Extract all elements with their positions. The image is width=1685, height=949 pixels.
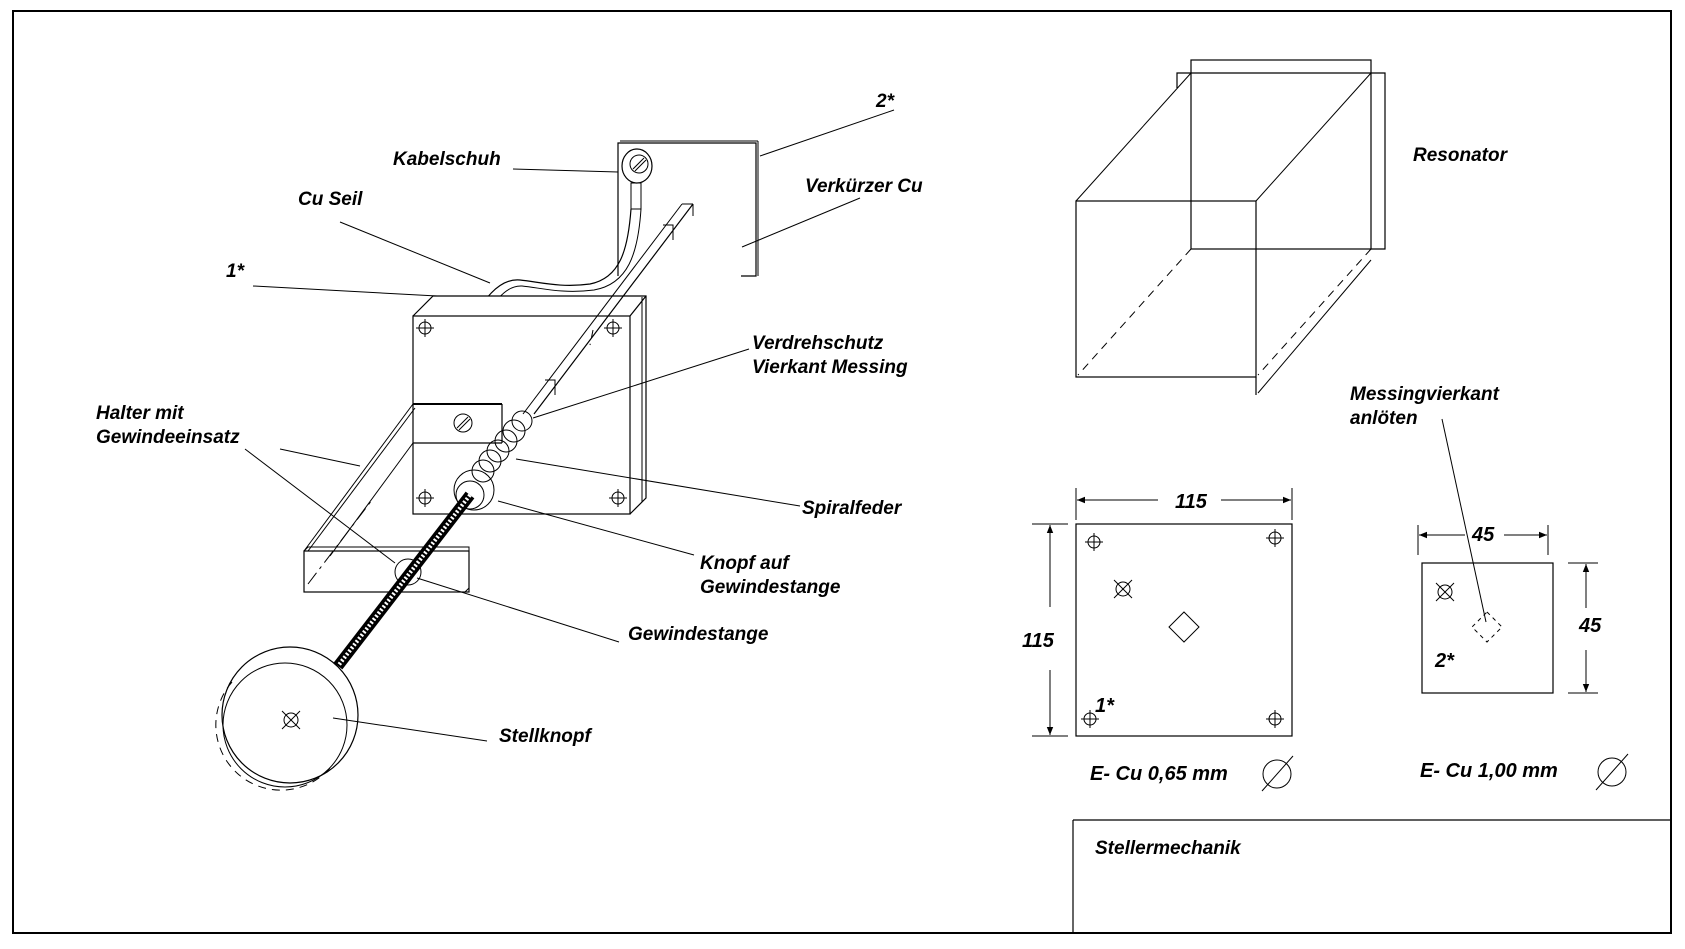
label-verdrehschutz-1: Verdrehschutz bbox=[752, 333, 884, 354]
plate-1-height-dim: 115 bbox=[1022, 630, 1055, 652]
rod-knob bbox=[453, 469, 495, 511]
label-kabelschuh: Kabelschuh bbox=[393, 149, 501, 170]
plate-1-width-dim: 115 bbox=[1175, 491, 1208, 513]
plate-2-material: E- Cu 1,00 mm bbox=[1420, 760, 1558, 782]
label-spiralfeder: Spiralfeder bbox=[802, 498, 903, 519]
center-mark-icon bbox=[1265, 709, 1285, 729]
label-halter-1: Halter mit bbox=[96, 403, 184, 424]
center-mark-icon bbox=[1084, 532, 1104, 552]
spiral-spring bbox=[471, 410, 533, 483]
diameter-icon bbox=[1261, 755, 1294, 792]
plate-2-ref: 2* bbox=[1434, 650, 1455, 672]
verkuerzer-plate bbox=[617, 140, 759, 277]
label-messingvierkant-2: anlöten bbox=[1350, 408, 1418, 429]
title-text: Stellermechanik bbox=[1095, 838, 1242, 859]
leader-lines bbox=[244, 109, 895, 742]
square-solder-mark bbox=[1471, 611, 1503, 643]
label-part-1: 1* bbox=[226, 261, 246, 282]
center-mark-icon bbox=[1265, 528, 1285, 548]
crossed-hole-icon bbox=[1113, 579, 1133, 599]
plate-1-ref: 1* bbox=[1095, 695, 1115, 717]
label-knopf-2: Gewindestange bbox=[700, 577, 841, 598]
plate-2-width-dim: 45 bbox=[1471, 524, 1495, 546]
plate-2-view: 45 45 2* Messingvierkant anlöten E- Cu 1… bbox=[1350, 384, 1629, 791]
drawing-frame bbox=[12, 10, 1672, 934]
label-gewindestange: Gewindestange bbox=[628, 624, 769, 645]
label-halter-2: Gewindeeinsatz bbox=[96, 427, 240, 448]
plate-2-height-dim: 45 bbox=[1578, 615, 1602, 637]
label-cu-seil: Cu Seil bbox=[298, 189, 363, 210]
adjusting-knob bbox=[215, 646, 359, 791]
label-resonator: Resonator bbox=[1413, 145, 1509, 166]
crossed-hole-icon bbox=[1435, 582, 1455, 602]
label-verdrehschutz-2: Vierkant Messing bbox=[752, 357, 908, 378]
square-cutout bbox=[1168, 611, 1200, 643]
label-knopf-1: Knopf auf bbox=[700, 553, 790, 574]
holder-bracket bbox=[303, 403, 470, 593]
plate-1-material: E- Cu 0,65 mm bbox=[1090, 763, 1228, 785]
title-block: Stellermechanik bbox=[1072, 819, 1671, 933]
plate-1-view: 115 115 1* E- Cu 0,65 mm bbox=[1022, 488, 1294, 792]
anti-twist-rod bbox=[522, 203, 694, 415]
cable-lug bbox=[621, 148, 653, 210]
slotted-screw-icon bbox=[629, 154, 649, 174]
resonator-view: Resonator bbox=[1075, 59, 1509, 395]
label-messingvierkant-1: Messingvierkant bbox=[1350, 384, 1500, 405]
diameter-icon bbox=[1595, 753, 1629, 791]
crossed-hole-icon bbox=[281, 710, 301, 730]
threaded-rod bbox=[333, 491, 475, 670]
label-verkuerzer: Verkürzer Cu bbox=[805, 176, 923, 197]
label-part-2: 2* bbox=[875, 91, 896, 112]
label-stellknopf: Stellknopf bbox=[499, 726, 593, 747]
assembly-view: Kabelschuh Cu Seil 1* 2* Verkürzer Cu Ve… bbox=[96, 91, 923, 791]
